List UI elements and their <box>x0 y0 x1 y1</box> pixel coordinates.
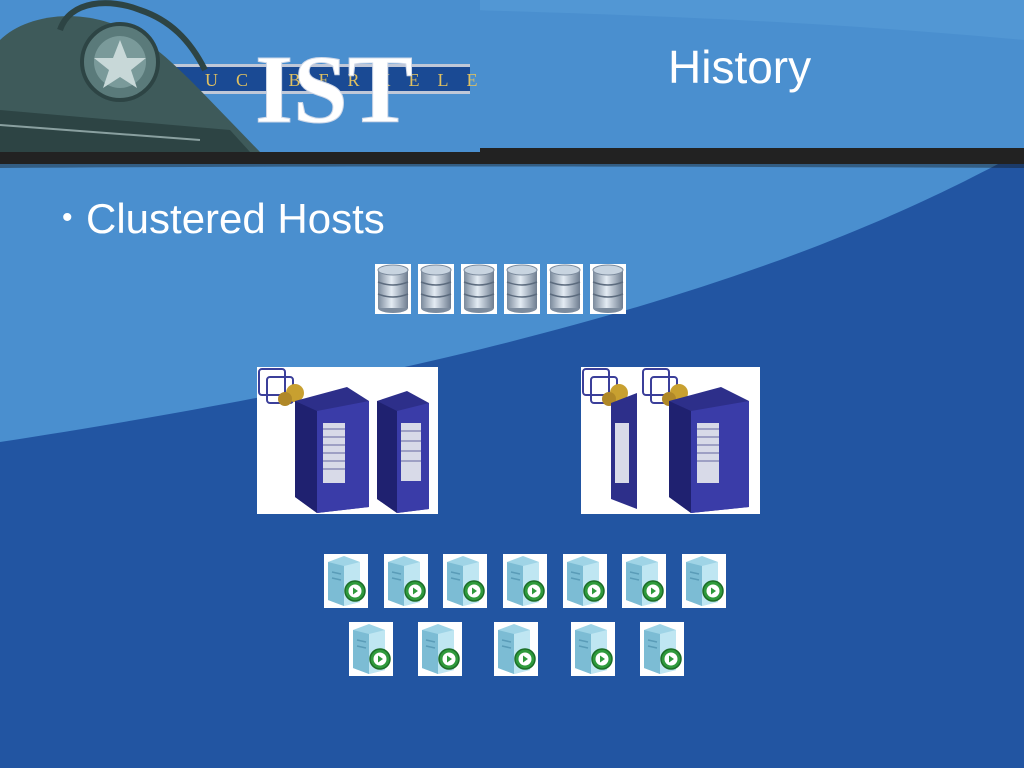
host-cluster-left <box>257 367 438 514</box>
bullet-text: Clustered Hosts <box>86 195 385 242</box>
database-cylinder-icon <box>461 264 497 314</box>
logo-subtitle: UC BERKELEY <box>205 70 480 90</box>
virtual-machine-icon <box>571 622 615 676</box>
virtual-machine-icon <box>622 554 666 608</box>
database-cylinder-icon <box>375 264 411 314</box>
logo-wordmark: IST <box>255 36 413 144</box>
server-rack-icon <box>258 368 429 513</box>
header-bar <box>0 148 1024 164</box>
virtual-machine-icon <box>640 622 684 676</box>
slide-title: History <box>668 41 812 93</box>
virtual-machine-icon <box>443 554 487 608</box>
virtual-machine-icon <box>384 554 428 608</box>
virtual-machine-icon <box>349 622 393 676</box>
virtual-machine-icon <box>682 554 726 608</box>
uc-berkeley-ist-logo: UC BERKELEY IST <box>0 0 480 152</box>
database-cylinder-icon <box>418 264 454 314</box>
virtual-machine-icon <box>418 622 462 676</box>
bullet-item: • Clustered Hosts <box>62 195 385 242</box>
vm-overlay-icon <box>582 368 688 406</box>
host-cluster-right <box>581 367 760 514</box>
virtual-machine-icon <box>503 554 547 608</box>
vm-overlay-icon <box>258 368 304 406</box>
sather-gate-icon <box>0 0 260 152</box>
bullet-dot: • <box>62 201 73 234</box>
database-cylinder-icon <box>547 264 583 314</box>
virtual-machine-icon <box>494 622 538 676</box>
virtual-machine-icon <box>324 554 368 608</box>
database-cylinder-icon <box>504 264 540 314</box>
database-cylinder-icon <box>590 264 626 314</box>
virtual-machine-icon <box>563 554 607 608</box>
server-rack-icon <box>582 368 749 513</box>
